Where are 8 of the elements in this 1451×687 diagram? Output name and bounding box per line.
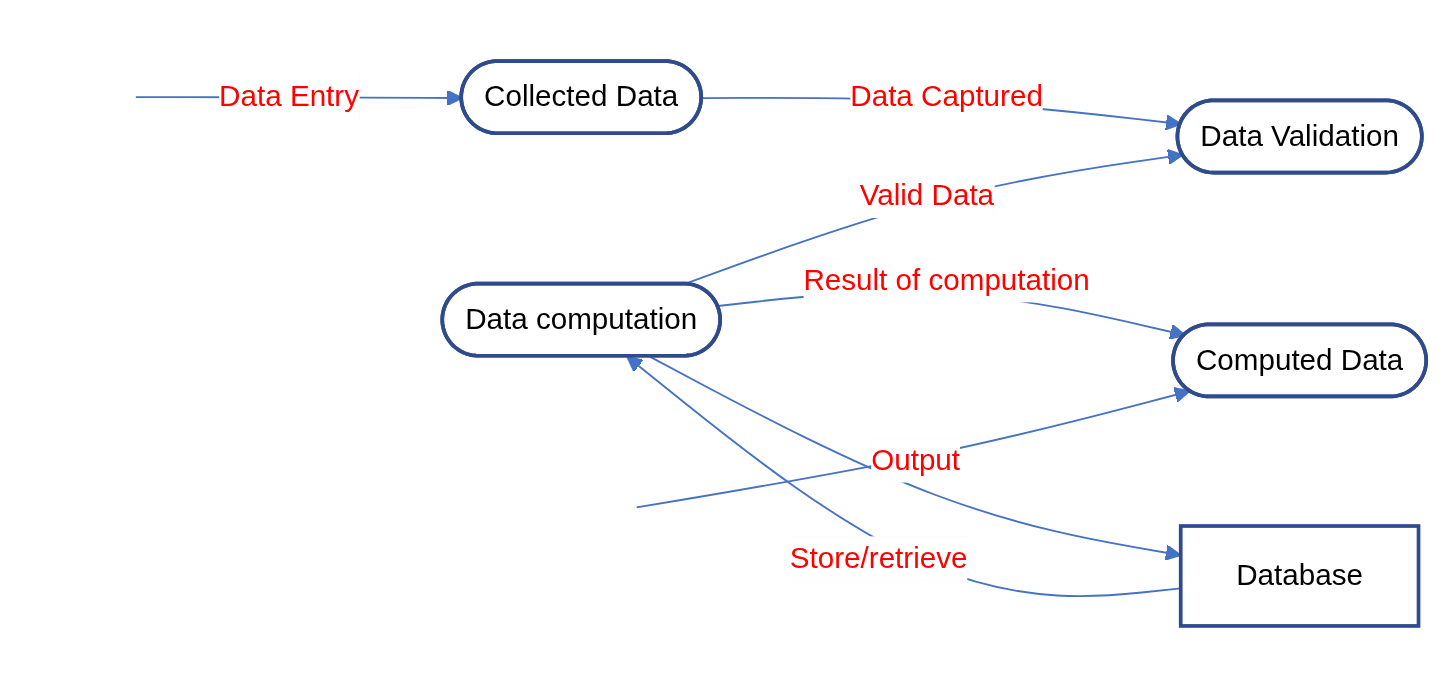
edge-label: Data Captured	[850, 80, 1043, 112]
node-box: Database	[1178, 524, 1421, 628]
arrow	[635, 386, 1191, 509]
edge-label: Valid Data	[859, 179, 995, 211]
edge-label: Store/retrieve	[789, 541, 968, 574]
edge-label: Result of computation	[803, 263, 1090, 296]
edge-label: Output	[871, 443, 961, 476]
edge-label: Data Entry	[219, 80, 360, 112]
